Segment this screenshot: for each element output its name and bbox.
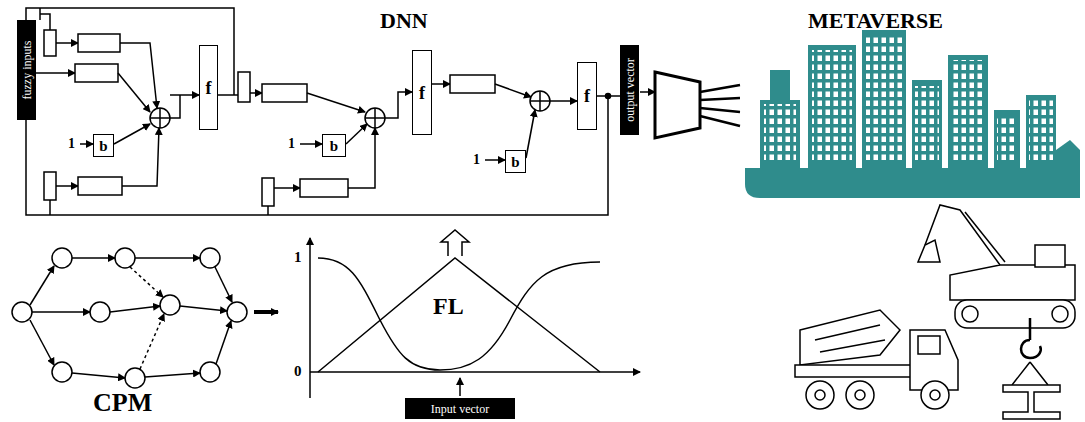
node-text: Input vector xyxy=(431,401,489,416)
output-bar: output vector xyxy=(620,45,639,135)
connector xyxy=(597,95,620,97)
node-text: fuzzy inputs xyxy=(19,41,34,100)
activation-box: f xyxy=(412,50,432,135)
node-text: b xyxy=(330,137,338,154)
section-title: CPM xyxy=(93,390,152,416)
section-title: DNN xyxy=(380,10,428,32)
node-text: f xyxy=(584,86,590,107)
bias-box: b xyxy=(505,150,526,173)
input-bar: fuzzy inputs xyxy=(17,20,36,120)
section-title: METAVERSE xyxy=(808,10,943,32)
activation-box: f xyxy=(577,62,597,130)
node-text: b xyxy=(511,153,519,170)
activation-box: f xyxy=(199,45,218,130)
bias-input: 1 xyxy=(288,137,295,151)
node-text: f xyxy=(419,82,425,103)
input-vector-box: Input vector xyxy=(405,398,515,419)
bias-box: b xyxy=(93,134,114,157)
bias-box: b xyxy=(322,134,346,157)
section-title: FL xyxy=(433,294,464,318)
node-text: output vector xyxy=(622,58,637,122)
axis-value: 0 xyxy=(294,364,302,379)
node-text: f xyxy=(206,77,212,98)
node-text: b xyxy=(99,137,107,154)
bias-input: 1 xyxy=(68,137,75,151)
axis-value: 1 xyxy=(294,250,302,265)
bias-input: 1 xyxy=(473,153,480,167)
